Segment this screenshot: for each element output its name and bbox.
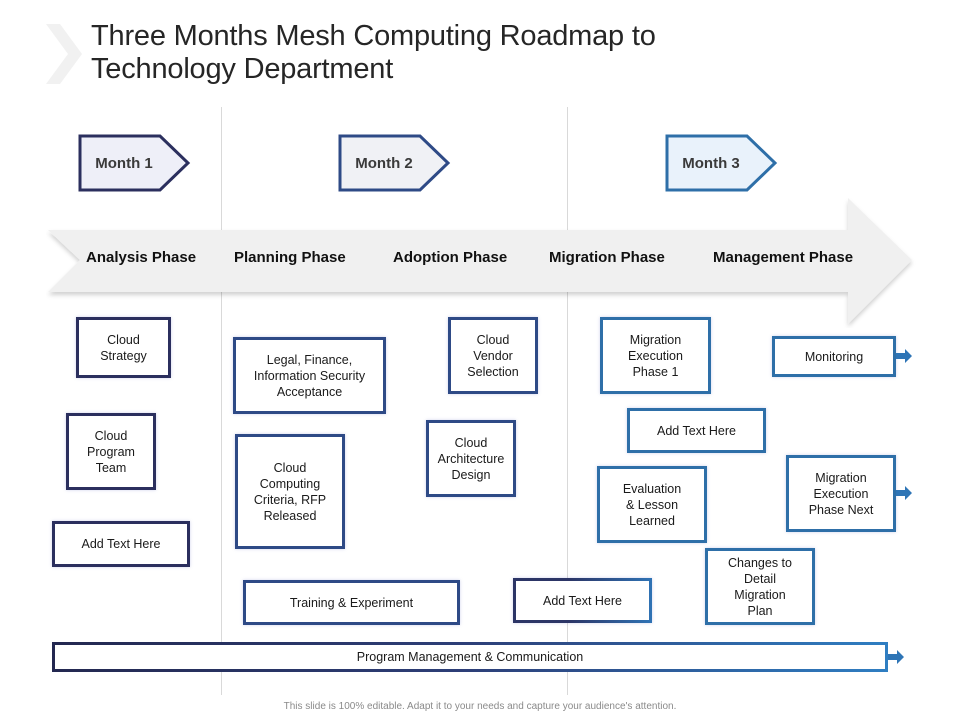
month-tag-1: Month 1: [78, 134, 192, 192]
task-legal-finance-security: Legal, Finance, Information Security Acc…: [233, 337, 386, 414]
task-program-management-communication: Program Management & Communication: [52, 642, 888, 672]
month-2-label: Month 2: [355, 154, 413, 172]
task-cloud-program-team: Cloud Program Team: [66, 413, 156, 490]
task-evaluation-lesson-learned: Evaluation & Lesson Learned: [597, 466, 707, 543]
monitoring-continue-arrow-icon: [896, 349, 912, 363]
phase-analysis: Analysis Phase: [86, 249, 197, 266]
task-cloud-strategy: Cloud Strategy: [76, 317, 171, 378]
slide-title: Three Months Mesh Computing Roadmap to T…: [91, 20, 851, 86]
migration-next-continue-arrow-icon: [896, 486, 912, 500]
task-migration-execution-phase-next: Migration Execution Phase Next: [786, 455, 896, 532]
phase-band-arrow: [48, 198, 912, 324]
phase-adoption: Adoption Phase: [393, 249, 508, 266]
task-cloud-computing-criteria: Cloud Computing Criteria, RFP Released: [235, 434, 345, 549]
task-add-text-2: Add Text Here: [513, 578, 652, 623]
task-monitoring: Monitoring: [772, 336, 896, 377]
divider-month1-month2: [221, 107, 222, 695]
title-line-2: Technology Department: [91, 53, 394, 85]
task-changes-detail-migration-plan: Changes to Detail Migration Plan: [705, 548, 815, 625]
task-cloud-vendor-selection: Cloud Vendor Selection: [448, 317, 538, 394]
title-chevron-icon: [46, 24, 82, 84]
program-management-continue-arrow-icon: [888, 650, 904, 664]
footer-note: This slide is 100% editable. Adapt it to…: [283, 701, 677, 712]
task-migration-execution-phase-1: Migration Execution Phase 1: [600, 317, 711, 394]
task-add-text-3: Add Text Here: [627, 408, 766, 453]
phase-planning: Planning Phase: [234, 249, 346, 266]
month-tag-3: Month 3: [665, 134, 779, 192]
divider-month2-month3: [567, 107, 568, 695]
task-training-experiment: Training & Experiment: [243, 580, 460, 625]
task-cloud-architecture-design: Cloud Architecture Design: [426, 420, 516, 497]
month-1-label: Month 1: [95, 154, 153, 172]
title-line-1: Three Months Mesh Computing Roadmap to: [91, 20, 656, 52]
task-add-text-1: Add Text Here: [52, 521, 190, 567]
phase-migration: Migration Phase: [549, 249, 665, 266]
month-tag-2: Month 2: [338, 134, 452, 192]
phase-management: Management Phase: [713, 249, 854, 266]
month-3-label: Month 3: [682, 154, 740, 172]
